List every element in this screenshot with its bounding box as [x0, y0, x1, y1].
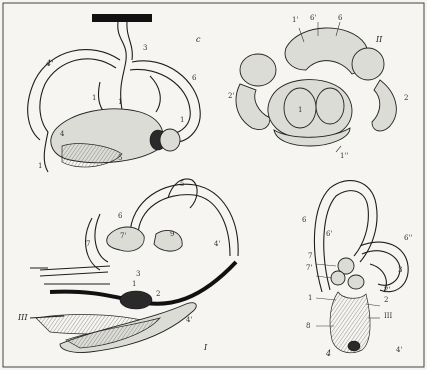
fig1-label-1a: 1: [92, 94, 96, 102]
fig4-label-7prime: 7': [306, 264, 312, 272]
fig1-label-4: 4: [60, 130, 65, 138]
fig3-label-2: 2: [156, 290, 160, 298]
figure-2-drawing: [236, 22, 396, 152]
fig4-title: 4: [325, 349, 331, 358]
figure-1-drawing: [28, 14, 201, 172]
fig3-label-5: 5: [180, 180, 184, 188]
figure-1-black-bar: [92, 14, 152, 22]
fig3-label-9: 9: [170, 230, 174, 238]
fig3-label-III: III: [17, 313, 28, 322]
fig2-label-6: 6: [338, 14, 343, 22]
fig1-label-1d: 1: [38, 162, 42, 170]
fig4-label-1: 1: [308, 294, 312, 302]
fig1-label-5: 5: [118, 154, 122, 162]
fig3-label-3: 3: [136, 270, 140, 278]
figure-3-drawing: [30, 179, 238, 353]
fig4-label-2: 2: [384, 296, 388, 304]
fig4-label-6prime: 6': [326, 230, 332, 238]
fig4-label-8: 8: [306, 322, 310, 330]
fig4-label-2prime: 2': [384, 286, 390, 294]
fig3-label-4prime-b: 4': [186, 316, 192, 324]
fig2-title: II: [375, 35, 383, 44]
fig3-title: I: [203, 343, 208, 352]
fig1-label-c: c: [196, 35, 201, 44]
fig2-label-2: 2: [404, 94, 408, 102]
fig4-label-7: 7: [308, 252, 312, 260]
fig3-label-7prime: 7': [120, 232, 126, 240]
fig2-label-2prime: 2': [228, 92, 234, 100]
fig4-label-6: 6: [302, 216, 307, 224]
fig4-label-4prime: 4': [396, 346, 402, 354]
fig2-label-1dblprime: 1'': [340, 152, 348, 160]
fig2-label-1prime: 1': [292, 16, 298, 24]
fig4-label-6dblprime: 6'': [404, 234, 412, 242]
figure-4-drawing: [314, 181, 408, 353]
fig1-label-1b: 1: [118, 98, 122, 106]
fig3-label-1: 1: [132, 280, 136, 288]
fig1-label-1c: 1: [180, 116, 184, 124]
fig4-label-III: III: [384, 312, 393, 320]
fig3-label-7: 7: [86, 240, 90, 248]
fig4-label-3: 3: [398, 266, 402, 274]
fig3-label-4prime-a: 4': [214, 240, 220, 248]
fig2-label-6prime: 6': [310, 14, 316, 22]
fig1-label-3: 3: [143, 44, 147, 52]
fig1-label-6: 6: [192, 74, 197, 82]
fig2-label-1: 1: [298, 106, 302, 114]
fig3-label-6: 6: [118, 212, 123, 220]
fig1-label-4prime: 4': [45, 59, 53, 68]
